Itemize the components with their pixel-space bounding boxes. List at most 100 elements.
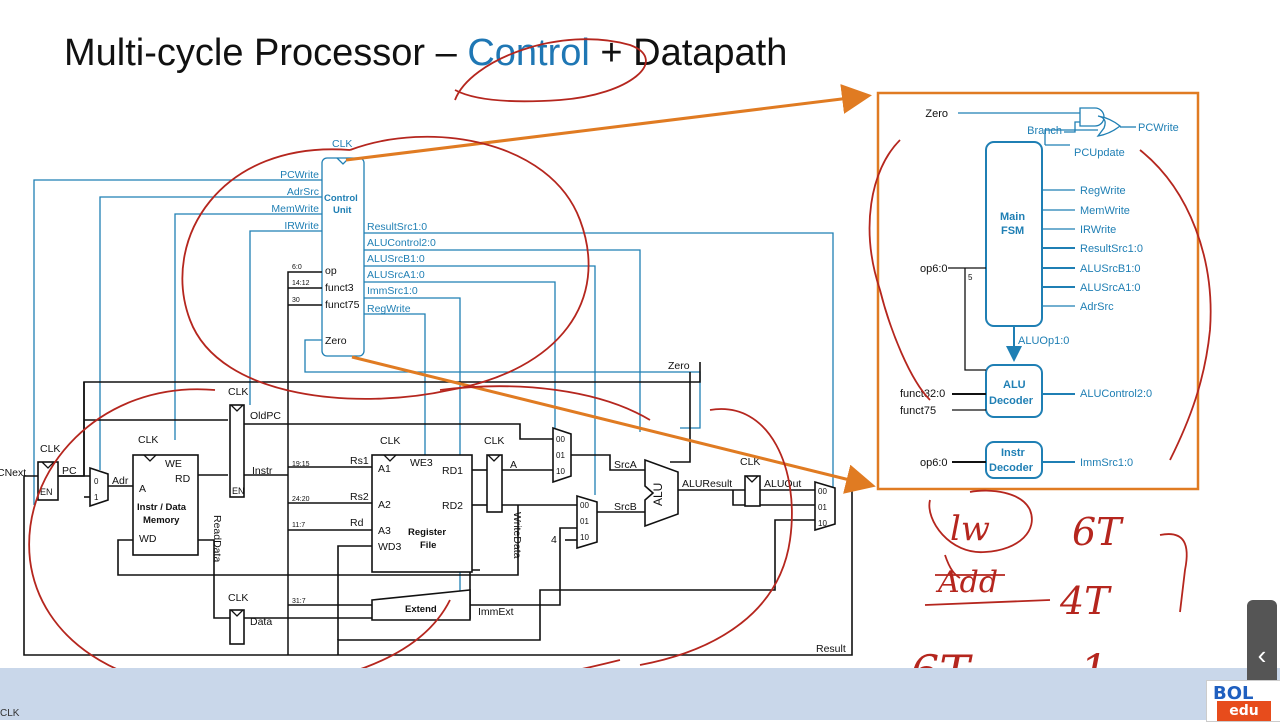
cu-name-2: Unit (333, 205, 352, 216)
srca-mux (552, 426, 572, 484)
fsm-out-alusrca: ALUSrcA1:0 (1080, 282, 1141, 294)
cu-out-alucontrol: ALUControl2:0 (367, 237, 436, 249)
en-ir: EN (232, 486, 245, 496)
a-label: A (510, 459, 517, 471)
en-pc: EN (40, 487, 53, 497)
rf-wd3: WD3 (378, 541, 401, 553)
rf-name-2: File (420, 540, 436, 551)
srcb-label: SrcB (614, 501, 637, 513)
fsm-five: 5 (968, 273, 973, 282)
pcnext-label: PCNext (0, 467, 26, 479)
hw-add: Add (935, 565, 998, 600)
fsm-out-adrsrc: AdrSrc (1080, 301, 1114, 313)
cu-out-memwrite: MemWrite (271, 203, 319, 215)
cu-bits-funct3: 14:12 (292, 280, 310, 287)
oldpc-label: OldPC (250, 410, 281, 422)
aluout-label: ALUOut (764, 478, 801, 490)
mem-a: A (139, 483, 146, 495)
cu-name-1: Control (324, 193, 358, 204)
result-mux (814, 480, 836, 532)
datapath-wires (23, 362, 853, 656)
writedata-label: WriteData (511, 512, 523, 559)
control-unit-text: CLK Control Unit PCWrite AdrSrc MemWrite… (271, 138, 436, 315)
mem-rd: RD (175, 473, 191, 485)
rd-label: Rd (350, 517, 364, 529)
title-control: Control (467, 32, 590, 74)
datapath-blocks (37, 404, 836, 645)
fsm-pcupdate: PCUpdate (1074, 147, 1125, 159)
rf-name-1: Register (408, 527, 446, 538)
mem-name-2: Memory (143, 515, 180, 526)
mux-adr-0: 0 (94, 477, 99, 486)
fsm-out-resultsrc: ResultSrc1:0 (1080, 243, 1143, 255)
aluresult-label: ALUResult (682, 478, 732, 490)
fsm-out-regwrite: RegWrite (1080, 185, 1126, 197)
cu-out-irwrite: IRWrite (284, 220, 319, 232)
chevron-left-icon: ‹ (1257, 640, 1267, 670)
cu-out-alusrca: ALUSrcA1:0 (367, 269, 425, 281)
cu-out-alusrcb: ALUSrcB1:0 (367, 253, 425, 265)
clk-triangles (41, 404, 759, 617)
fsm-funct3: funct32:0 (900, 388, 945, 400)
extend-unit (371, 589, 471, 621)
fsm-black-wires (948, 267, 986, 463)
cu-in-funct7: funct75 (325, 299, 360, 311)
fsm-aluop: ALUOp1:0 (1018, 335, 1069, 347)
srca-label: SrcA (614, 459, 637, 471)
cu-input-wires (287, 271, 322, 655)
rf-rd2: RD2 (442, 500, 463, 512)
result-label: Result (816, 643, 846, 655)
zoom-arrow-top (345, 84, 872, 162)
fsm-out-memwrite: MemWrite (1080, 205, 1130, 217)
clk-mem: CLK (138, 434, 158, 446)
footer-text: CLK (0, 708, 20, 719)
mux-adr-1: 1 (94, 493, 99, 502)
slide-title: Multi-cycle Processor – Control + Datapa… (64, 32, 787, 75)
fsm-alucontrol: ALUControl2:0 (1080, 388, 1152, 400)
datapath-text: CLK CLK CLK CLK CLK CLK CLK PCNext PC EN… (0, 360, 846, 655)
pc-register (37, 461, 59, 501)
instr-dec-name-1: Instr (1001, 447, 1026, 459)
fsm-wires (958, 107, 1136, 479)
mux-r-10: 10 (818, 519, 827, 528)
bits-rs2: 24:20 (292, 496, 310, 503)
aluout-register (744, 475, 761, 507)
title-part1: Multi-cycle Processor – (64, 32, 468, 74)
fsm-zero: Zero (925, 108, 948, 120)
control-unit-box (321, 157, 365, 357)
fsm-funct7: funct75 (900, 405, 936, 417)
cu-bits-funct7: 30 (292, 297, 300, 304)
hw-4t: 4T (1059, 579, 1112, 623)
title-part2: + Datapath (589, 32, 788, 74)
alu-dec-name-1: ALU (1003, 379, 1026, 391)
cu-in-op: op (325, 265, 337, 277)
fsm-out-alusrcb: ALUSrcB1:0 (1080, 263, 1141, 275)
clk-pc: CLK (40, 443, 60, 455)
mux-b-00: 00 (580, 501, 589, 510)
cu-in-funct3: funct3 (325, 282, 354, 294)
mux-r-01: 01 (818, 503, 827, 512)
alu-decoder-box (985, 364, 1043, 418)
mux-a-10: 10 (556, 467, 565, 476)
fsm-pcwrite: PCWrite (1138, 122, 1179, 134)
mux-a-01: 01 (556, 451, 565, 460)
rs1-label: Rs1 (350, 455, 369, 467)
fsm-op: op6:0 (920, 263, 948, 275)
clk-rf: CLK (380, 435, 400, 447)
instr-dec-name-2: Decoder (989, 462, 1034, 474)
cu-out-resultsrc: ResultSrc1:0 (367, 221, 427, 233)
alu (644, 458, 679, 528)
cu-bits-op: 6:0 (292, 264, 302, 271)
bits-rs1: 19:15 (292, 461, 310, 468)
hw-lw: lw (950, 509, 990, 549)
rf-a3: A3 (378, 525, 391, 537)
a-register (486, 454, 503, 513)
clk-a: CLK (484, 435, 504, 447)
rf-rd1: RD1 (442, 465, 463, 477)
bits-imm: 31:7 (292, 598, 306, 605)
mux-a-00: 00 (556, 435, 565, 444)
rf-we3: WE3 (410, 457, 433, 469)
instr-label: Instr (252, 465, 273, 477)
cu-out-pcwrite: PCWrite (280, 169, 319, 181)
mux-b-10: 10 (580, 533, 589, 542)
